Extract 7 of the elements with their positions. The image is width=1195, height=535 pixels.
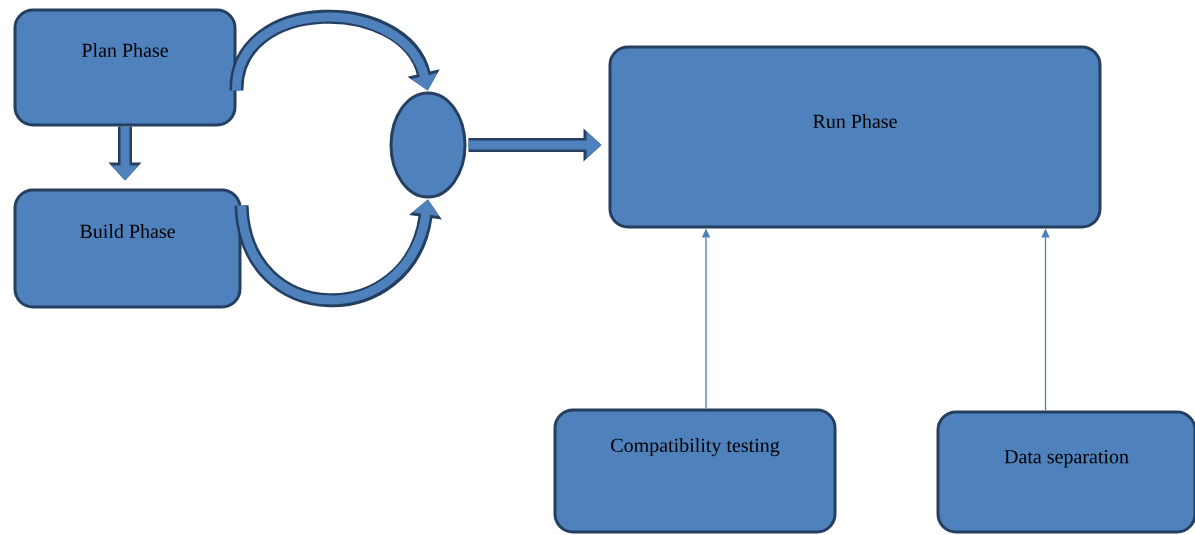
process-box: Compatibility testing bbox=[553, 408, 837, 534]
process-box: Data separation bbox=[936, 410, 1195, 534]
process-box: Plan Phase bbox=[13, 8, 237, 127]
junction-ellipse bbox=[389, 91, 467, 199]
process-box: Build Phase bbox=[13, 188, 242, 309]
block-arrow bbox=[229, 9, 440, 92]
process-box: Run Phase bbox=[608, 45, 1102, 229]
